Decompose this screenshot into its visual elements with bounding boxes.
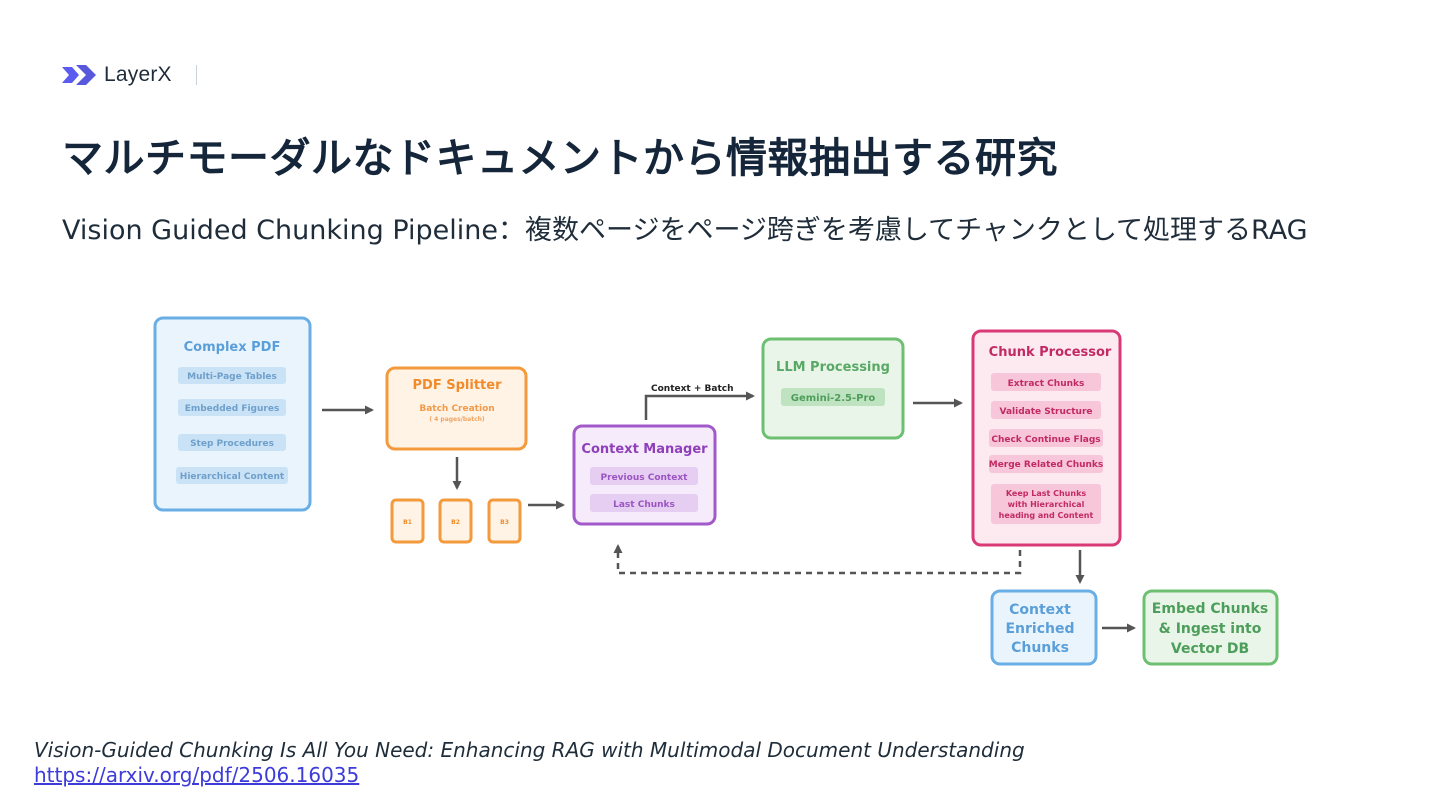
embed-line: & Ingest into bbox=[1159, 621, 1262, 637]
context-enriched-line: Enriched bbox=[1005, 621, 1074, 637]
complex-pdf-title: Complex PDF bbox=[184, 340, 281, 355]
embed-node: Embed Chunks & Ingest into Vector DB bbox=[1142, 589, 1279, 666]
context-manager-item: Last Chunks bbox=[613, 500, 675, 510]
batch-b2: B2 bbox=[438, 498, 473, 544]
complex-pdf-item: Hierarchical Content bbox=[180, 472, 285, 482]
chunk-processor-node: Chunk Processor Extract Chunks Validate … bbox=[971, 329, 1122, 547]
context-manager-node: Context Manager Previous Context Last Ch… bbox=[572, 424, 717, 526]
chunk-processor-item: Merge Related Chunks bbox=[989, 460, 1104, 470]
complex-pdf-item: Step Procedures bbox=[190, 439, 274, 449]
chunk-processor-pill bbox=[991, 401, 1101, 419]
arrow-context-to-llm bbox=[644, 391, 755, 420]
context-manager-pill bbox=[590, 467, 698, 485]
complex-pdf-item: Embedded Figures bbox=[185, 404, 280, 414]
chunk-processor-item: Check Continue Flags bbox=[991, 435, 1100, 445]
feedback-dashed-arrow bbox=[613, 544, 1022, 575]
chunk-processor-keep-line: with Hierarchical bbox=[1008, 500, 1085, 509]
citation-title: Vision-Guided Chunking Is All You Need: … bbox=[34, 738, 1025, 762]
embed-line: Embed Chunks bbox=[1152, 601, 1268, 617]
slide-title: マルチモーダルなドキュメントから情報抽出する研究 bbox=[62, 134, 1058, 182]
llm-processing-title: LLM Processing bbox=[776, 360, 890, 375]
batch-label: B2 bbox=[451, 519, 460, 526]
complex-pdf-item: Multi-Page Tables bbox=[187, 372, 277, 382]
chunk-processor-item: Extract Chunks bbox=[1008, 379, 1085, 389]
pdf-splitter-title: PDF Splitter bbox=[413, 378, 503, 393]
chunk-processor-keep-pill bbox=[991, 484, 1101, 524]
batch-label: B1 bbox=[403, 519, 412, 526]
llm-processing-node: LLM Processing Gemini-2.5-Pro bbox=[761, 337, 905, 440]
embed-line: Vector DB bbox=[1171, 641, 1249, 657]
context-enriched-line: Context bbox=[1009, 602, 1071, 618]
pdf-splitter-node: PDF Splitter Batch Creation ( 4 pages/ba… bbox=[385, 366, 528, 451]
batch-b3: B3 bbox=[487, 498, 522, 544]
batch-b1: B1 bbox=[390, 498, 425, 544]
slide-subtitle: Vision Guided Chunking Pipeline：複数ページをペー… bbox=[62, 215, 1308, 246]
complex-pdf-pill bbox=[178, 434, 286, 451]
brand-name: LayerX bbox=[104, 63, 172, 86]
chunk-processor-pill bbox=[989, 429, 1103, 447]
pdf-splitter-line1: Batch Creation bbox=[419, 404, 494, 414]
pdf-splitter-line2: ( 4 pages/batch) bbox=[429, 416, 485, 423]
llm-model-name: Gemini-2.5-Pro bbox=[791, 393, 876, 404]
brand-divider bbox=[195, 65, 197, 85]
complex-pdf-pill bbox=[178, 399, 286, 416]
chunk-processor-keep-line: heading and Content bbox=[999, 511, 1094, 520]
chunk-processor-pill bbox=[991, 373, 1101, 391]
chunk-processor-item: Validate Structure bbox=[1000, 407, 1093, 417]
citation-link[interactable]: https://arxiv.org/pdf/2506.16035 bbox=[34, 763, 360, 787]
edge-label-context-batch: Context + Batch bbox=[651, 384, 734, 394]
context-manager-title: Context Manager bbox=[581, 442, 708, 457]
layerx-logo-icon bbox=[62, 65, 96, 85]
complex-pdf-node: Complex PDF Multi-Page Tables Embedded F… bbox=[153, 316, 312, 512]
chunk-processor-title: Chunk Processor bbox=[989, 345, 1112, 360]
brand: LayerX bbox=[62, 60, 197, 90]
complex-pdf-pill bbox=[178, 367, 286, 384]
chunk-processor-keep-line: Keep Last Chunks bbox=[1006, 489, 1087, 498]
context-manager-item: Previous Context bbox=[601, 473, 689, 483]
chunk-processor-pill bbox=[989, 455, 1103, 473]
llm-model-pill bbox=[781, 388, 885, 406]
context-enriched-node: Context Enriched Chunks bbox=[990, 589, 1098, 666]
complex-pdf-pill bbox=[176, 467, 288, 484]
context-enriched-line: Chunks bbox=[1011, 640, 1069, 656]
batch-label: B3 bbox=[500, 519, 509, 526]
context-manager-pill bbox=[590, 494, 698, 512]
